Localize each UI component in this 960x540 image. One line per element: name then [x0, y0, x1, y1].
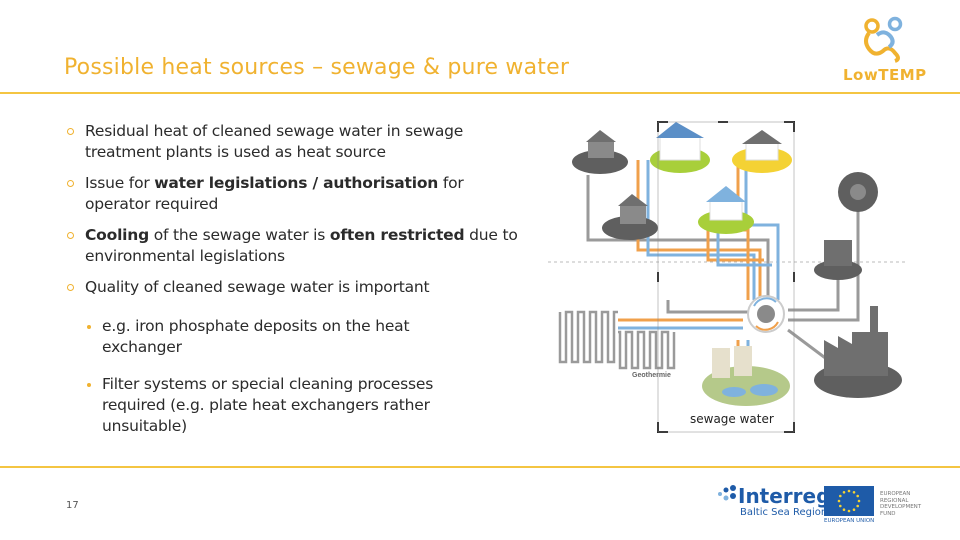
- slide-title: Possible heat sources – sewage & pure wa…: [64, 55, 570, 80]
- geothermie-label: Geothermie: [632, 372, 671, 379]
- house-gray-mid: [602, 194, 658, 240]
- sub-bullet-item: e.g. iron phosphate deposits on the heat…: [84, 316, 474, 358]
- page-number: 17: [66, 500, 79, 511]
- bullet-item: Cooling of the sewage water is often res…: [64, 225, 524, 267]
- fund-text: EUROPEAN REGIONAL DEVELOPMENT FUND: [880, 491, 922, 517]
- sewage-water-label: sewage water: [690, 412, 774, 426]
- house-yellow: [732, 130, 792, 173]
- building-dark-right: [814, 240, 862, 280]
- boiler-right: [838, 172, 878, 212]
- sub-bullet-list: e.g. iron phosphate deposits on the heat…: [84, 316, 474, 358]
- sub-bullet-dot-icon: [87, 325, 91, 329]
- sub-bullet-item: Filter systems or special cleaning proce…: [84, 374, 474, 437]
- interreg-region-text: Baltic Sea Region: [740, 507, 828, 518]
- interreg-dots-icon: [718, 485, 736, 501]
- bullet-list: Residual heat of cleaned sewage water in…: [64, 121, 524, 308]
- heat-pump-hub: [747, 295, 785, 333]
- sub-bullet-dot-icon: [87, 383, 91, 387]
- lowtemp-logo-icon: [864, 16, 903, 63]
- geothermal-loop: [558, 310, 676, 370]
- factory-right: [814, 306, 902, 398]
- bullet-item: Residual heat of cleaned sewage water in…: [64, 121, 524, 163]
- bullet-ring-icon: [67, 232, 74, 239]
- bullet-item: Issue for water legislations / authorisa…: [64, 173, 524, 215]
- lowtemp-logo-text: LowTEMP: [843, 66, 927, 84]
- house-blue: [698, 186, 754, 234]
- footer-divider: [0, 466, 960, 468]
- sub-bullet-list: Filter systems or special cleaning proce…: [84, 374, 474, 437]
- bullet-ring-icon: [67, 128, 74, 135]
- interreg-logo-text: Interreg: [738, 484, 831, 508]
- bullet-ring-icon: [67, 284, 74, 291]
- eu-label: EUROPEAN UNION: [824, 518, 875, 524]
- title-divider: [0, 92, 960, 94]
- house-gray-left: [572, 130, 628, 174]
- sewage-treatment-plant: [702, 346, 790, 406]
- bullet-ring-icon: [67, 180, 74, 187]
- house-green: [650, 122, 710, 173]
- bullet-item: Quality of cleaned sewage water is impor…: [64, 277, 524, 298]
- eu-flag-icon: [824, 486, 874, 516]
- heat-network-diagram: Geothermie: [548, 121, 908, 433]
